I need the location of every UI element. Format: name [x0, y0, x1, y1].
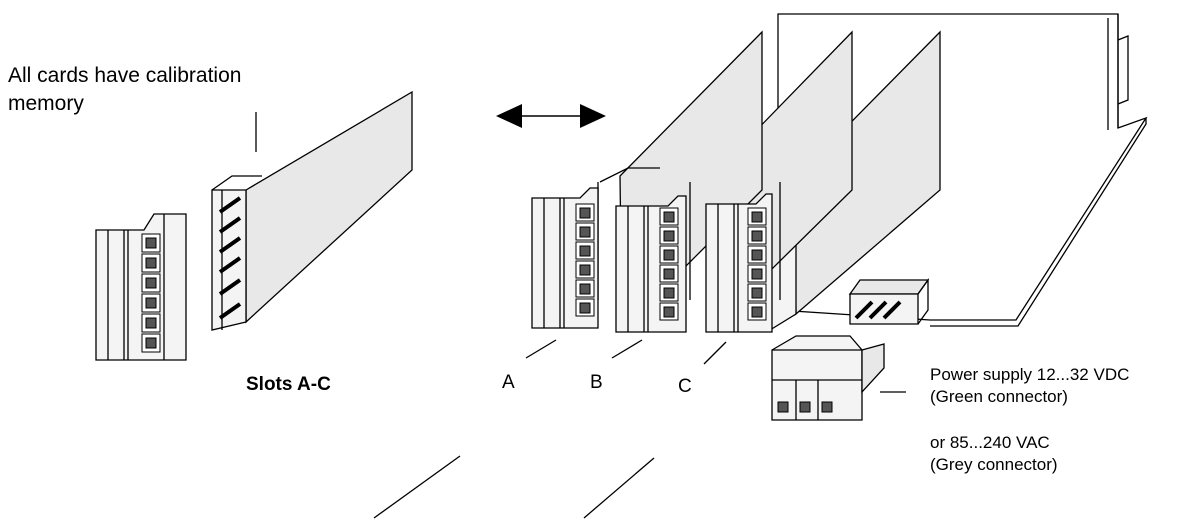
- double-arrow: [496, 104, 606, 128]
- jumper-block: [848, 277, 930, 325]
- removed-terminal-block: [95, 213, 187, 361]
- terminal-screw: [751, 287, 763, 299]
- terminal-screw: [145, 317, 157, 329]
- terminal-screw: [663, 306, 675, 318]
- terminal-screw: [579, 226, 591, 238]
- calibration-label-line1: All cards have calibration: [8, 64, 242, 87]
- terminal-screws-installed: [575, 203, 767, 321]
- terminal-screw: [663, 249, 675, 261]
- leader-lines: [373, 339, 906, 519]
- terminal-screw: [751, 211, 763, 223]
- power-connector: [771, 335, 885, 421]
- terminal-screw: [663, 230, 675, 242]
- terminal-screw: [145, 337, 157, 349]
- terminal-screw: [579, 245, 591, 257]
- terminal-screw: [751, 230, 763, 242]
- power-supply-label: Power supply 12...32 VDC: [930, 365, 1130, 384]
- terminal-screw: [751, 306, 763, 318]
- slot-b-label: B: [590, 372, 603, 393]
- removed-card: [211, 90, 413, 331]
- ac-voltage-label: or 85...240 VAC: [930, 433, 1050, 452]
- slots-label: Slots A-C: [246, 374, 331, 395]
- terminal-screw: [751, 268, 763, 280]
- terminal-screw: [145, 297, 157, 309]
- terminal-screw: [663, 287, 675, 299]
- terminal-screw: [579, 264, 591, 276]
- terminal-screw: [663, 211, 675, 223]
- green-connector-label: (Green connector): [930, 387, 1068, 406]
- slot-c-label: C: [678, 376, 692, 397]
- terminal-screw: [663, 268, 675, 280]
- slot-a-label: A: [502, 372, 515, 393]
- terminal-screw: [145, 237, 157, 249]
- terminal-screw: [145, 277, 157, 289]
- terminal-screw: [579, 207, 591, 219]
- terminal-screw: [751, 249, 763, 261]
- terminal-screws-removed: [141, 233, 161, 353]
- terminal-screw: [145, 257, 157, 269]
- grey-connector-label: (Grey connector): [930, 455, 1058, 474]
- calibration-label-line2: memory: [8, 92, 84, 115]
- terminal-screw: [579, 283, 591, 295]
- terminal-screw: [579, 302, 591, 314]
